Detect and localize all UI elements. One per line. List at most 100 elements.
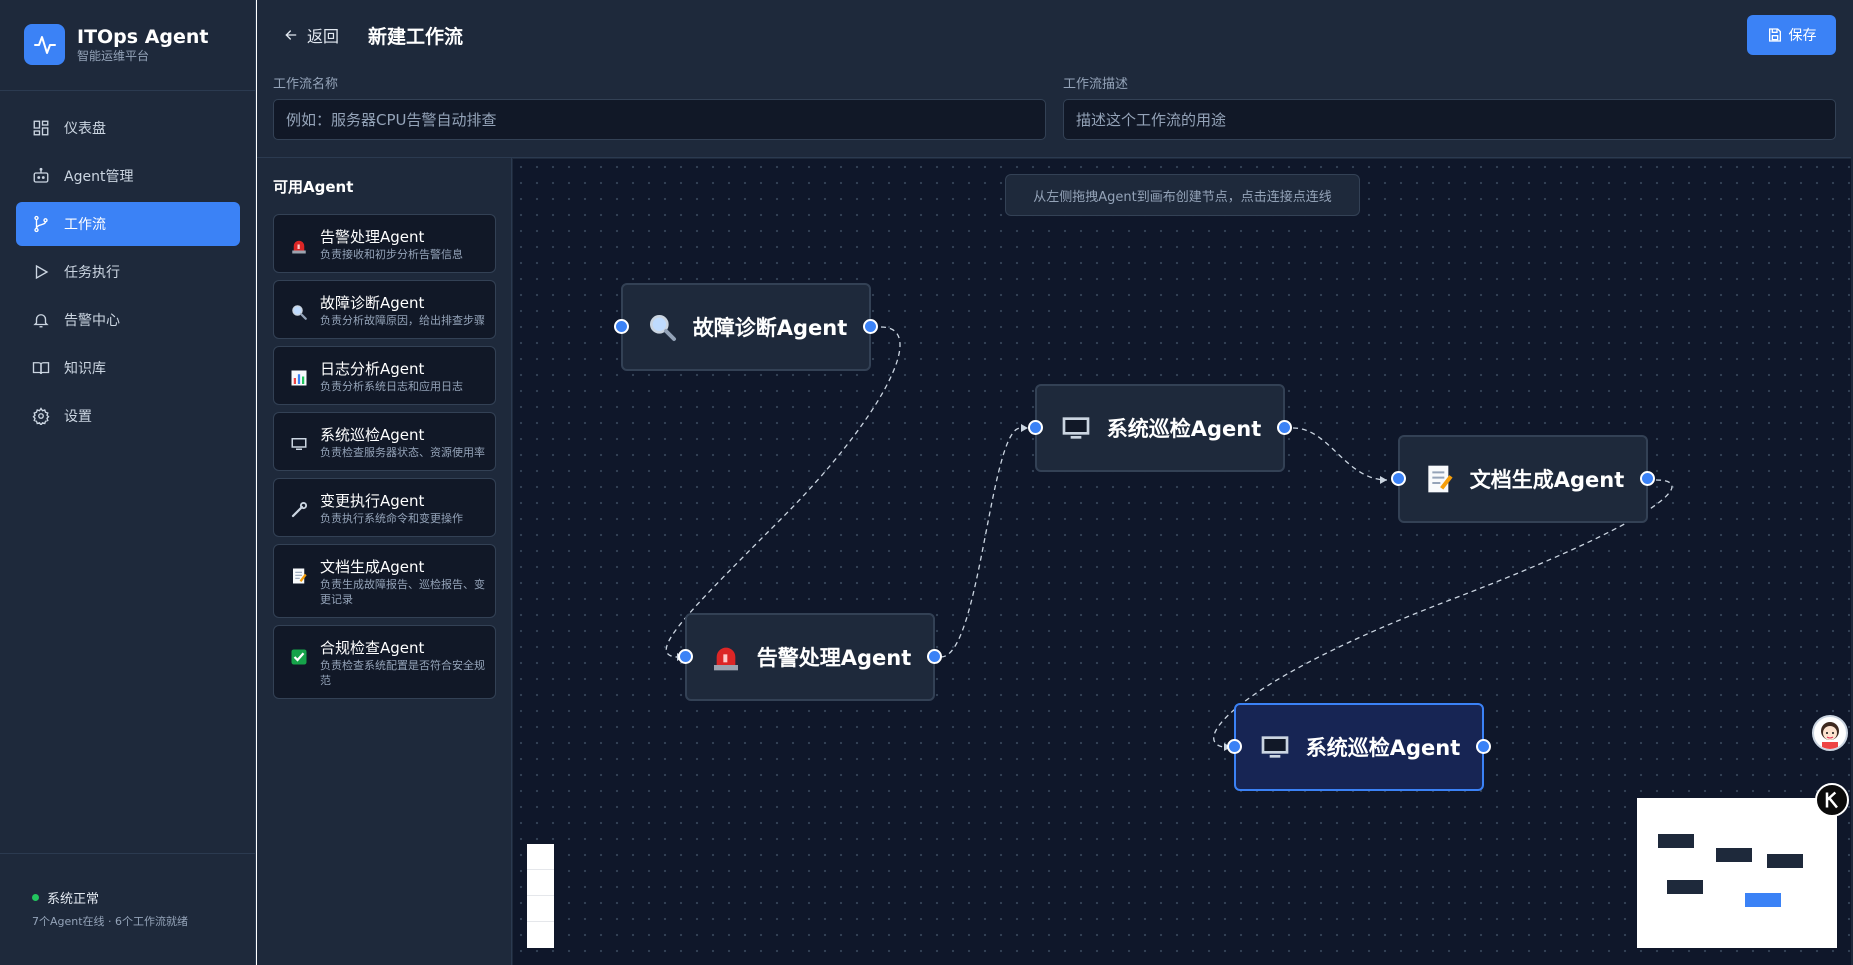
assistant-avatar[interactable] [1812,715,1848,751]
header: 返回 新建工作流 保存 工作流名称 工作流描述 [257,0,1853,158]
agent-desc: 负责执行系统命令和变更操作 [320,512,463,525]
fit-view-button[interactable] [527,896,554,922]
memo-icon [288,565,310,587]
sidebar-item-alerts[interactable]: 告警中心 [16,298,240,342]
node-output-port[interactable] [1277,420,1292,435]
workflow-node-docs[interactable]: 文档生成Agent [1391,435,1655,523]
agent-name: 告警处理Agent [320,228,425,246]
workflow-name-input[interactable] [273,99,1046,140]
brand-title: ITOps Agent [77,25,209,48]
monitor-icon [288,433,310,455]
zoom-in-button[interactable] [527,844,554,870]
memo-icon [1422,462,1456,496]
agent-desc: 负责生成故障报告、巡检报告、变更记录 [320,578,485,606]
bell-icon [33,314,49,328]
node-label: 文档生成Agent [1469,468,1625,492]
node-output-port[interactable] [1640,471,1655,486]
node-input-port[interactable] [1028,420,1043,435]
agent-card-alert[interactable]: 告警处理Agent 负责接收和初步分析告警信息 [273,214,496,273]
lock-button[interactable] [527,922,554,948]
bar-chart-icon [288,367,310,389]
sidebar-item-label: Agent管理 [64,169,134,185]
agent-card-logs[interactable]: 日志分析Agent 负责分析系统日志和应用日志 [273,346,496,405]
desc-label: 工作流描述 [1063,77,1129,92]
page-title: 新建工作流 [368,26,464,48]
agent-desc: 负责分析系统日志和应用日志 [320,380,463,393]
pulse-icon [24,24,65,65]
siren-icon [709,640,743,674]
agent-name: 系统巡检Agent [320,426,425,444]
agent-card-change[interactable]: 变更执行Agent 负责执行系统命令和变更操作 [273,478,496,537]
sidebar-item-label: 设置 [64,409,92,425]
sidebar-item-knowledge[interactable]: 知识库 [16,346,240,390]
status-label: 系统正常 [47,892,100,907]
wrench-icon [288,499,310,521]
node-input-port[interactable] [614,319,629,334]
back-button[interactable]: 返回 [283,24,339,46]
divider [0,90,256,91]
minimap-node [1745,893,1781,907]
sidebar-item-label: 仪表盘 [64,121,106,137]
agent-name: 变更执行Agent [320,492,425,510]
system-status: 系统正常 [32,888,99,907]
name-label: 工作流名称 [273,77,339,92]
agent-desc: 负责检查系统配置是否符合安全规范 [320,659,485,687]
minimap-node [1658,834,1694,848]
agent-name: 合规检查Agent [320,639,425,657]
brand-subtitle: 智能运维平台 [77,48,150,63]
minimap[interactable] [1637,798,1837,948]
agent-card-inspection[interactable]: 系统巡检Agent 负责检查服务器状态、资源使用率 [273,412,496,471]
scrollbar[interactable] [1851,0,1853,965]
agent-name: 故障诊断Agent [320,294,425,312]
brand: ITOps Agent 智能运维平台 [24,24,209,65]
status-dot [32,894,39,901]
sidebar-nav: 仪表盘 Agent管理 工作流 任务执行 告警中心 知识库 [16,106,240,442]
sidebar-item-label: 知识库 [64,361,106,377]
zoom-controls[interactable] [527,844,554,948]
status-detail: 7个Agent在线 · 6个工作流就绪 [32,915,189,928]
agent-name: 日志分析Agent [320,360,425,378]
save-button[interactable]: 保存 [1747,15,1836,55]
k-logo-icon[interactable] [1815,783,1849,817]
sidebar-item-label: 工作流 [64,217,106,233]
gear-icon [32,407,50,425]
node-label: 故障诊断Agent [692,316,848,340]
bot-icon [33,167,49,183]
workflow-icon [34,215,48,233]
check-icon [288,646,310,668]
node-input-port[interactable] [1227,739,1242,754]
workflow-desc-input[interactable] [1063,99,1836,140]
node-output-port[interactable] [863,319,878,334]
node-label: 系统巡检Agent [1106,417,1262,441]
arrow-left-icon [285,30,297,40]
divider [0,853,256,854]
magnifier-icon [645,310,679,344]
sidebar-item-tasks[interactable]: 任务执行 [16,250,240,294]
sidebar-item-workflow[interactable]: 工作流 [16,202,240,246]
minimap-node [1767,854,1803,868]
zoom-out-button[interactable] [527,870,554,896]
play-icon [35,264,49,280]
node-input-port[interactable] [1391,471,1406,486]
workflow-node-inspection[interactable]: 系统巡检Agent [1028,384,1292,472]
workflow-node-diagnosis[interactable]: 故障诊断Agent [614,283,878,371]
siren-icon [288,235,310,257]
back-label: 返回 [307,27,340,46]
sidebar-item-agents[interactable]: Agent管理 [16,154,240,198]
sidebar-item-settings[interactable]: 设置 [16,394,240,438]
sidebar-item-dashboard[interactable]: 仪表盘 [16,106,240,150]
minimap-node [1716,848,1752,862]
agent-desc: 负责接收和初步分析告警信息 [320,248,463,261]
agent-card-compliance[interactable]: 合规检查Agent 负责检查系统配置是否符合安全规范 [273,625,496,699]
agent-desc: 负责检查服务器状态、资源使用率 [320,446,485,459]
workflow-node-inspection-selected[interactable]: 系统巡检Agent [1227,703,1491,791]
node-input-port[interactable] [678,649,693,664]
workflow-node-alert[interactable]: 告警处理Agent [678,613,942,701]
node-output-port[interactable] [927,649,942,664]
node-output-port[interactable] [1476,739,1491,754]
save-icon [1768,28,1781,42]
